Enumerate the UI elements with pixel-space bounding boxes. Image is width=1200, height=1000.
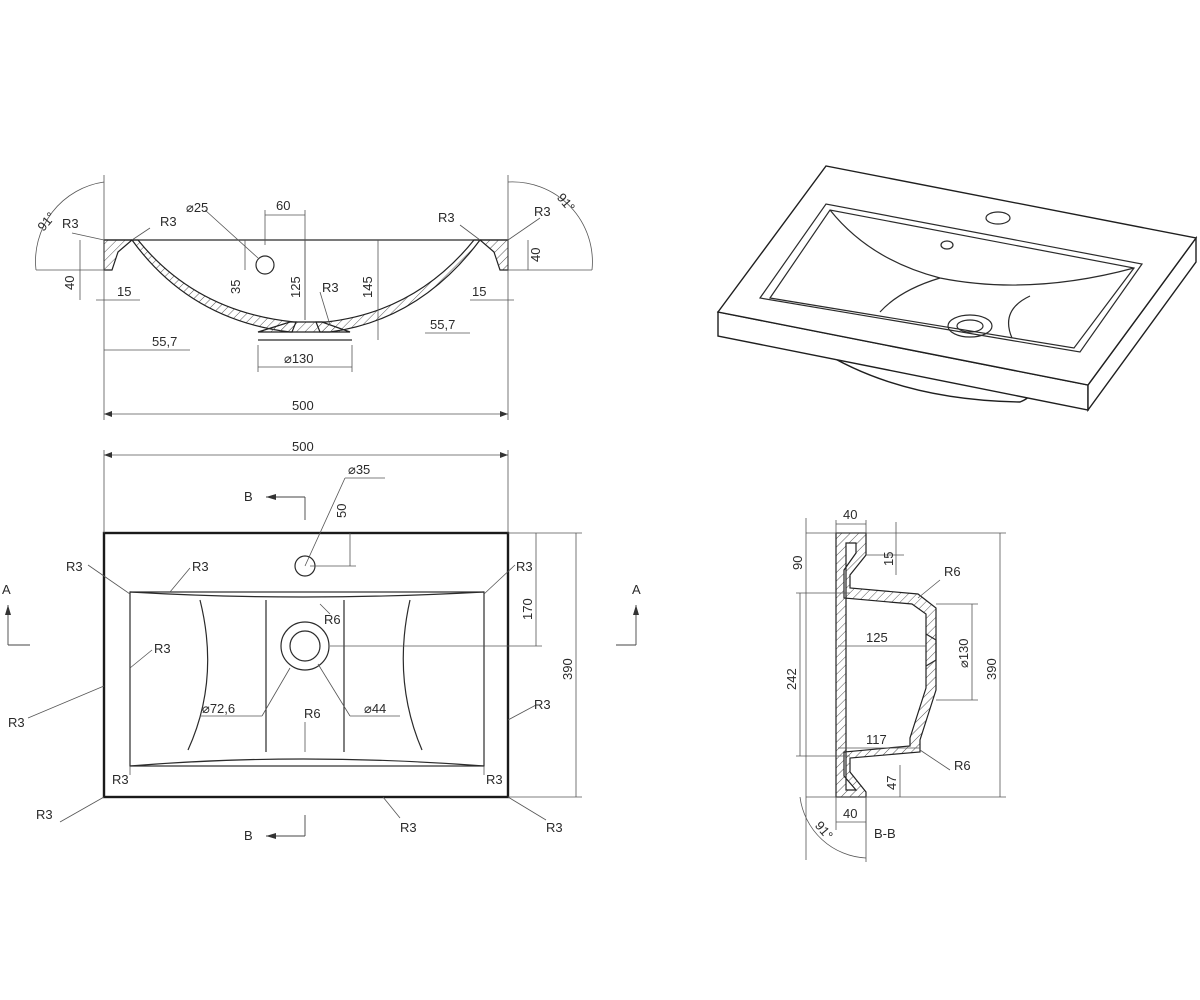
dimension-label: 125 <box>866 630 888 645</box>
dimension-label: 242 <box>784 668 799 690</box>
dimension-label: 170 <box>520 598 535 620</box>
radius-label: R3 <box>62 216 79 231</box>
width-label: 500 <box>292 398 314 413</box>
radius-label: R3 <box>400 820 417 835</box>
radius-label: R6 <box>324 612 341 627</box>
diameter-label: ⌀44 <box>364 701 386 716</box>
drain-outer <box>280 621 330 671</box>
radius-label: R3 <box>66 559 83 574</box>
dimension-label: 55,7 <box>430 317 455 332</box>
section-marker-label: B <box>244 489 253 504</box>
radius-label: R3 <box>112 772 129 787</box>
radius-label: R3 <box>438 210 455 225</box>
dimension-label: 15 <box>881 552 896 566</box>
section-title: B-B <box>874 826 896 841</box>
radius-label: R6 <box>954 758 971 773</box>
dimension-label: 40 <box>843 507 857 522</box>
angle-left-label: 91° <box>34 209 58 234</box>
dimension-label: 40 <box>528 248 543 262</box>
tap-hole <box>255 255 275 275</box>
top-view: 500 ⌀35 50 B B A A R3 R3 R3 170 R6 390 R… <box>2 439 641 843</box>
section-profile <box>835 532 937 798</box>
diameter-label: ⌀72,6 <box>202 701 235 716</box>
radius-label: R3 <box>516 559 533 574</box>
outer-outline <box>102 531 510 799</box>
dimension-label: 50 <box>334 504 349 518</box>
section-b-b: 40 90 15 R6 125 242 ⌀130 390 117 R6 47 4… <box>784 507 1006 862</box>
radius-label: R6 <box>944 564 961 579</box>
diameter-label: ⌀35 <box>348 462 370 477</box>
section-marker-label: A <box>632 582 641 597</box>
isometric-view <box>716 165 1198 413</box>
radius-label: R6 <box>304 706 321 721</box>
dimension-label: 40 <box>843 806 857 821</box>
radius-label: R3 <box>8 715 25 730</box>
dimension-label: 90 <box>790 556 805 570</box>
tap-hole-iso <box>985 211 1011 225</box>
radius-label: R3 <box>534 697 551 712</box>
dimension-label: 40 <box>62 276 77 290</box>
radius-label: R3 <box>36 807 53 822</box>
dimension-label: 47 <box>884 776 899 790</box>
dimension-label: 390 <box>984 658 999 680</box>
radius-label: R3 <box>154 641 171 656</box>
diameter-label: ⌀130 <box>956 638 971 668</box>
width-label: 500 <box>292 439 314 454</box>
section-marker-label: A <box>2 582 11 597</box>
radius-label: R3 <box>322 280 339 295</box>
radius-label: R3 <box>534 204 551 219</box>
worktop-surface <box>716 165 1198 386</box>
section-marker-label: B <box>244 828 253 843</box>
dimension-label: 390 <box>560 658 575 680</box>
dimension-label: 125 <box>288 276 303 298</box>
radius-label: R3 <box>160 214 177 229</box>
dimension-label: 15 <box>117 284 131 299</box>
dimension-label: 15 <box>472 284 486 299</box>
drain-iso <box>947 314 993 338</box>
dimension-label: 117 <box>866 732 887 747</box>
dimension-label: 35 <box>228 280 243 294</box>
basin-shell <box>130 239 482 333</box>
diameter-label: ⌀130 <box>284 351 314 366</box>
diameter-label: ⌀25 <box>186 200 208 215</box>
dimension-label: 55,7 <box>152 334 177 349</box>
radius-label: R3 <box>486 772 503 787</box>
radius-label: R3 <box>192 559 209 574</box>
dimension-label: 60 <box>276 198 290 213</box>
radius-label: R3 <box>546 820 563 835</box>
angle-label: 91° <box>812 818 836 843</box>
front-section-view: 91° 91° R3 R3 ⌀25 60 R3 R3 40 40 35 125 … <box>34 175 593 420</box>
dimension-label: 145 <box>360 276 375 298</box>
